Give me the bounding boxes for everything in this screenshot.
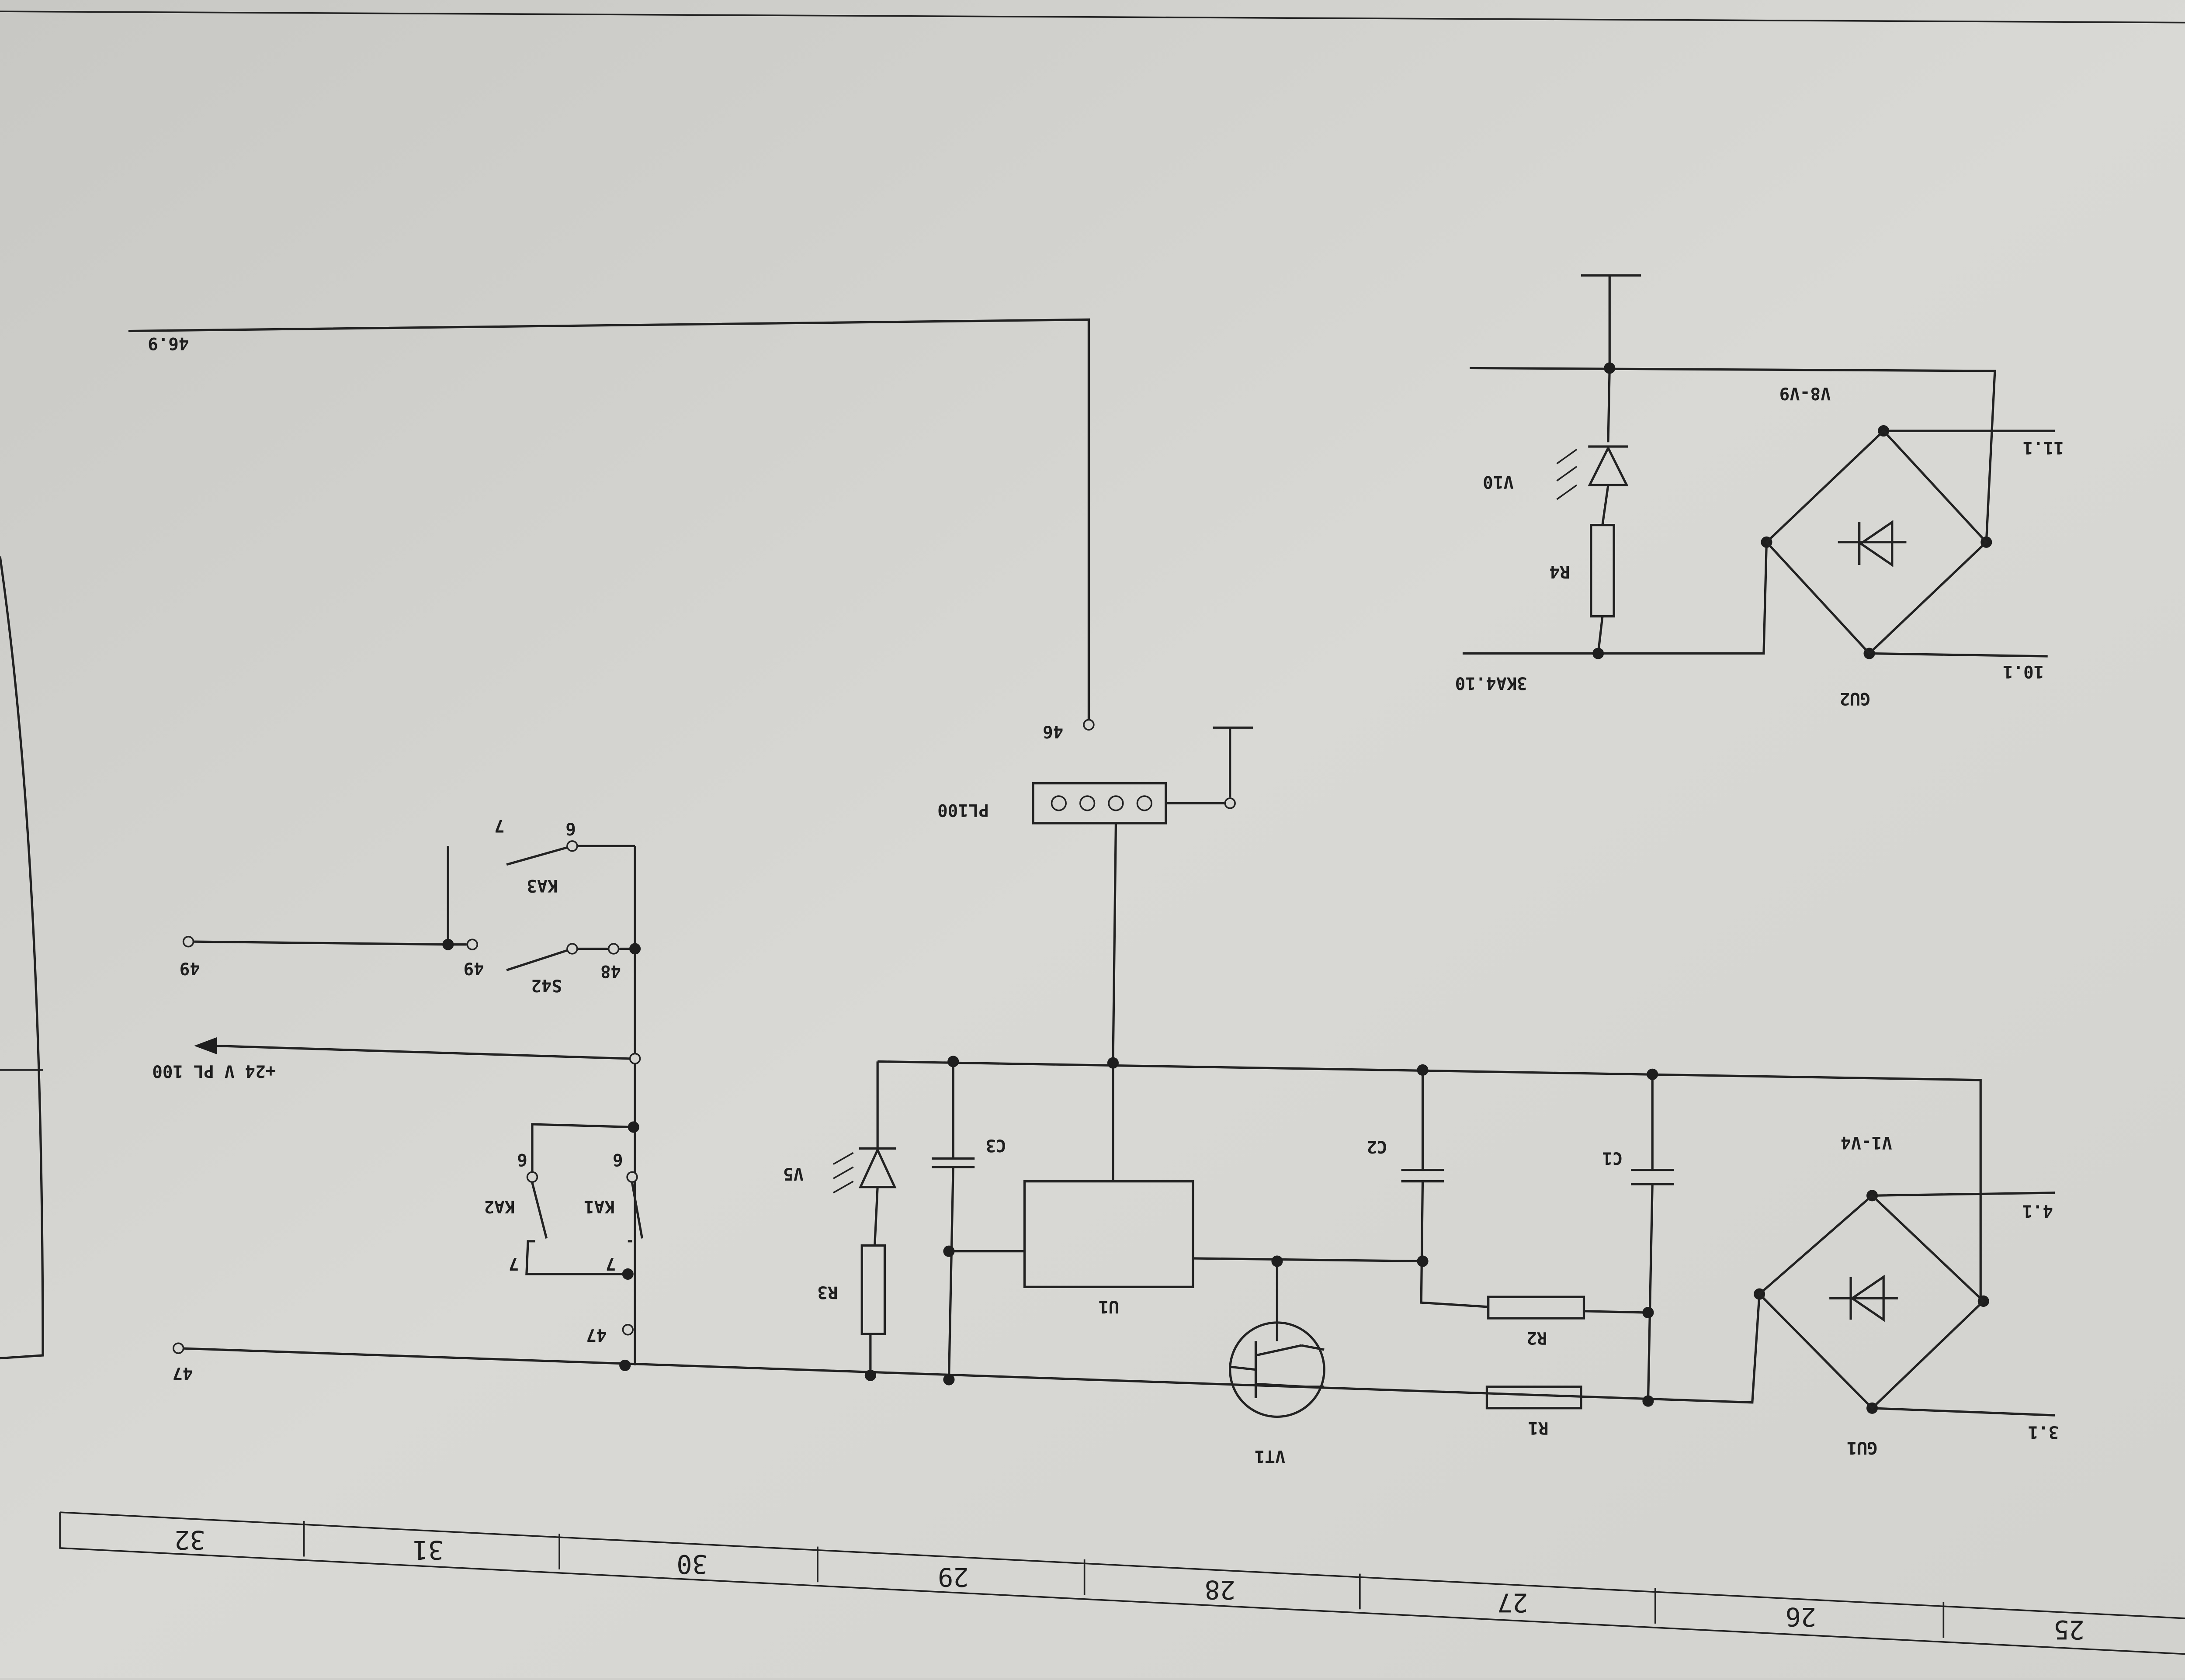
- pin-label: 46: [1043, 721, 1063, 741]
- column-number: 32: [174, 1525, 205, 1555]
- pin-label: 49: [463, 958, 484, 978]
- terminals: [172, 719, 1236, 1354]
- net-label: +24 V PL 100: [152, 1061, 276, 1081]
- column-number: 27: [1497, 1588, 1528, 1618]
- led-v5: [833, 1147, 897, 1194]
- component-label: PL100: [937, 800, 989, 820]
- net-label: 10.1: [2003, 662, 2044, 681]
- component-label: KA2: [484, 1197, 515, 1216]
- component-label: V1-V4: [1841, 1133, 1892, 1152]
- capacitor-c2: [1401, 1168, 1444, 1183]
- component-label: V5: [783, 1164, 804, 1184]
- pin-label: 6: [613, 1150, 623, 1169]
- net-label: 3KA4.10: [1455, 673, 1527, 693]
- component-label: R4: [1549, 562, 1570, 582]
- connector-pl100: [1032, 782, 1167, 824]
- column-number: 29: [938, 1562, 969, 1592]
- capacitor-c3: [932, 1157, 975, 1168]
- component-label: C2: [1366, 1137, 1387, 1157]
- component-label: R3: [817, 1282, 838, 1302]
- ic-u1: [1023, 1180, 1194, 1288]
- component-label: V8-V9: [1779, 383, 1831, 403]
- bridge-rectifier-gu1: [1758, 1194, 1985, 1410]
- column-number: 25: [2053, 1615, 2084, 1645]
- arrow-icon: [194, 1037, 217, 1055]
- resistor-r3: [860, 1244, 886, 1335]
- led-v10: [1556, 445, 1629, 500]
- component-label: KA3: [527, 876, 558, 895]
- component-label: GU1: [1847, 1438, 1878, 1458]
- net-label: 47: [172, 1364, 193, 1383]
- net-label: 11.1: [2023, 438, 2064, 457]
- pin-label: 47: [586, 1325, 607, 1345]
- component-label: C3: [986, 1135, 1006, 1155]
- net-label: 49: [180, 958, 200, 978]
- component-label: U1: [1099, 1296, 1119, 1316]
- component-label: S42: [531, 976, 562, 995]
- resistor-r2: [1487, 1296, 1585, 1320]
- pin-label: 6: [565, 818, 576, 838]
- component-label: R1: [1528, 1418, 1548, 1438]
- pin-label: 7: [494, 816, 505, 835]
- component-label: R2: [1526, 1328, 1547, 1347]
- component-label: VT1: [1255, 1446, 1286, 1466]
- column-number: 31: [413, 1535, 444, 1565]
- column-ruler: 32 31 30 29 28 27 26 25: [174, 1521, 2084, 1645]
- labels: 46.9 46 PL100 U1 VT1 C1 C2 C3 R1 R2 R3 R…: [148, 333, 2064, 1466]
- wires: [128, 274, 2055, 1417]
- column-number: 28: [1204, 1575, 1235, 1605]
- pin-label: 48: [600, 961, 621, 981]
- component-label: GU2: [1840, 689, 1871, 708]
- resistor-r1: [1485, 1386, 1582, 1410]
- component-label: V10: [1483, 472, 1514, 492]
- bridge-rectifier-gu2: [1765, 429, 1988, 655]
- net-label: 4.1: [2022, 1201, 2053, 1220]
- capacitor-c1: [1631, 1168, 1674, 1185]
- pin-label: 6: [517, 1150, 527, 1169]
- sheet-frame: [0, 10, 2185, 1655]
- transistor-vt1: [1229, 1321, 1325, 1418]
- column-number: 30: [676, 1549, 708, 1579]
- component-label: C1: [1602, 1148, 1623, 1168]
- column-number: 26: [1785, 1602, 1816, 1632]
- pin-label: 7: [509, 1254, 519, 1273]
- net-label: 3.1: [2028, 1422, 2059, 1442]
- component-label: KA1: [584, 1197, 615, 1216]
- resistor-r4: [1590, 524, 1615, 618]
- pin-label: 7: [606, 1254, 616, 1273]
- net-label: 46.9: [148, 333, 189, 353]
